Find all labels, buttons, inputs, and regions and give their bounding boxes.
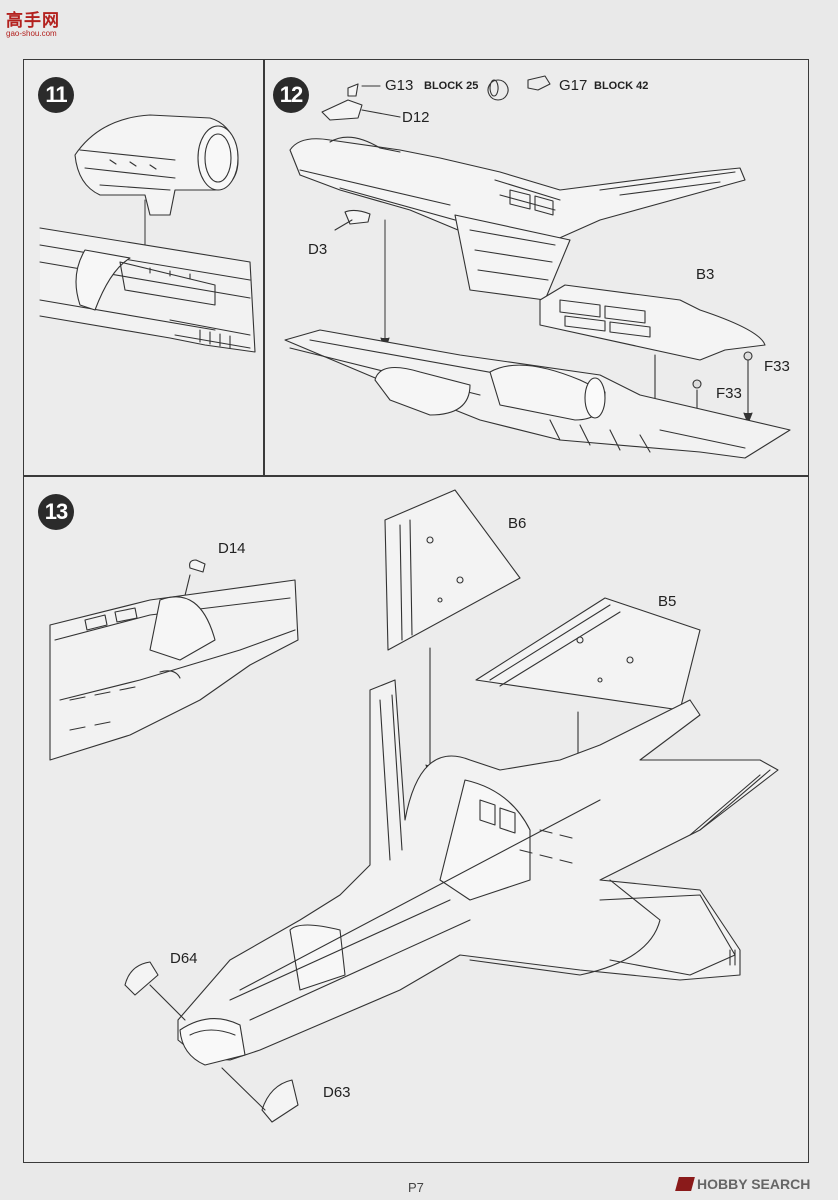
panel-divider-horizontal: [23, 475, 809, 477]
step12-lower-fuselage: [285, 330, 790, 458]
variant-label-block25: BLOCK 25: [424, 80, 479, 92]
page-number: P7: [408, 1180, 424, 1195]
part-label-f33-upper: F33: [764, 358, 790, 375]
logo-subtext: gao-shou.com: [6, 29, 57, 38]
part-label-d14: D14: [218, 540, 246, 557]
step13-stabilizer-b5: [476, 598, 700, 710]
step12-canopy-parts: [322, 76, 550, 230]
watermark: HOBBY SEARCH: [675, 1176, 811, 1192]
step-badge-11: 11: [38, 77, 74, 113]
part-label-b6: B6: [508, 515, 527, 532]
part-label-g13: G13: [385, 77, 414, 94]
part-label-g17: G17: [559, 77, 588, 94]
variant-label-block42: BLOCK 42: [594, 80, 649, 92]
part-label-d64: D64: [170, 950, 198, 967]
step12-b3-panel: [540, 285, 765, 360]
panel-divider-vertical: [263, 59, 265, 475]
step11-fuselage: [40, 228, 255, 352]
step-badge-12: 12: [273, 77, 309, 113]
part-label-f33-lower: F33: [716, 385, 742, 402]
part-label-d12: D12: [402, 109, 430, 126]
step13-aircraft-body: [178, 680, 778, 1065]
part-label-b3: B3: [696, 266, 715, 283]
watermark-logo-icon: [675, 1177, 695, 1191]
site-logo: 高手网 gao-shou.com: [6, 6, 60, 38]
step13-cockpit-detail: [50, 560, 298, 760]
step13-small-parts: [125, 962, 298, 1122]
watermark-text: HOBBY SEARCH: [697, 1176, 811, 1192]
part-label-d63: D63: [323, 1084, 351, 1101]
part-label-b5: B5: [658, 593, 677, 610]
logo-text: 高手网: [6, 11, 60, 30]
part-label-d3: D3: [308, 241, 328, 258]
step-badge-13: 13: [38, 494, 74, 530]
step12-upper-fuselage: [290, 137, 745, 300]
step11-intake-part: [75, 115, 238, 215]
step13-tail-b6: [385, 490, 520, 650]
